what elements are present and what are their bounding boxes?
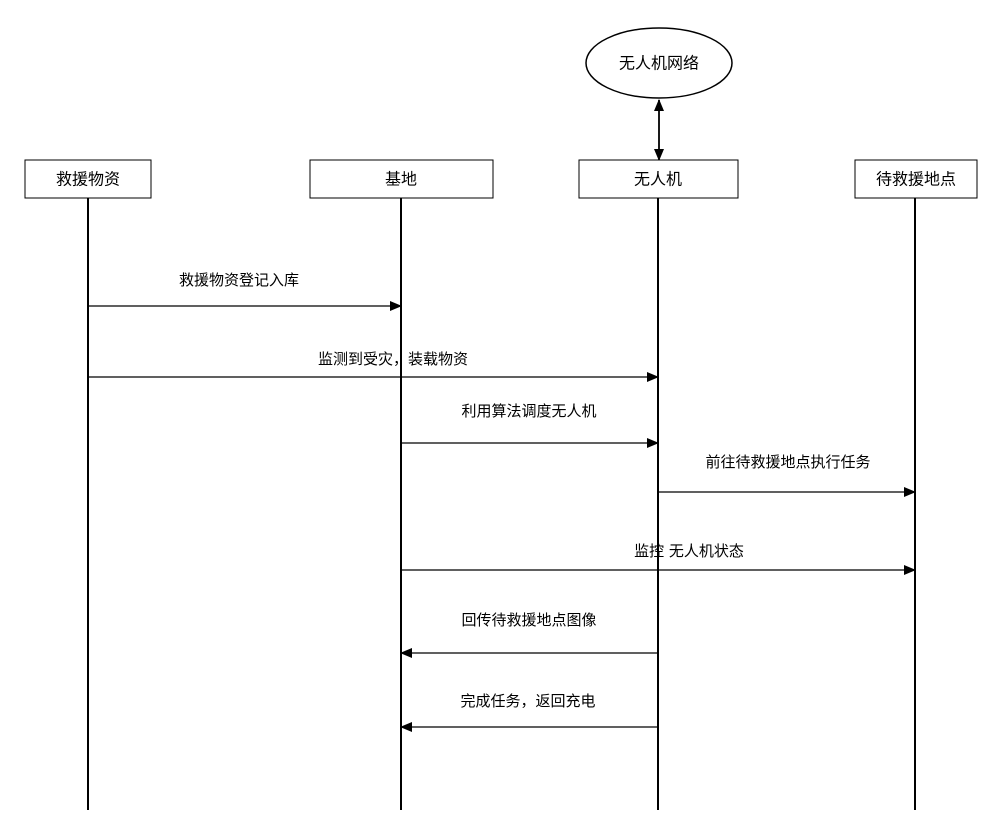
message-label: 回传待救援地点图像 — [461, 611, 596, 629]
participant-drone: 无人机 — [578, 159, 739, 199]
message-label: 前往待救援地点执行任务 — [705, 453, 870, 471]
message-label: 完成任务，返回充电 — [460, 692, 595, 710]
network-ellipse — [585, 27, 733, 99]
participant-base: 基地 — [309, 159, 494, 199]
network-node: 无人机网络 — [585, 27, 733, 99]
message-label: 救援物资登记入库 — [179, 271, 299, 289]
message-6: 回传待救援地点图像 — [400, 611, 658, 658]
message-label: 利用算法调度无人机 — [461, 402, 596, 420]
participant-label: 基地 — [385, 170, 417, 189]
message-2: 监测到受灾，装载物资 — [88, 350, 659, 382]
network-label: 无人机网络 — [619, 54, 699, 73]
message-label: 监控 无人机状态 — [634, 542, 744, 560]
message-4: 前往待救援地点执行任务 — [658, 453, 916, 497]
participant-label: 救援物资 — [56, 170, 120, 189]
message-1: 救援物资登记入库 — [88, 271, 402, 311]
participant-supplies: 救援物资 — [24, 159, 152, 199]
message-7: 完成任务，返回充电 — [400, 692, 658, 732]
message-3: 利用算法调度无人机 — [401, 402, 659, 448]
participant-box — [854, 159, 978, 199]
participant-site: 待救援地点 — [854, 159, 978, 199]
message-label: 监测到受灾，装载物资 — [318, 350, 468, 368]
participant-label: 无人机 — [634, 170, 682, 189]
participant-label: 待救援地点 — [876, 170, 956, 189]
participant-box — [578, 159, 739, 199]
participant-box — [24, 159, 152, 199]
message-5: 监控 无人机状态 — [401, 542, 916, 575]
participant-box — [309, 159, 494, 199]
